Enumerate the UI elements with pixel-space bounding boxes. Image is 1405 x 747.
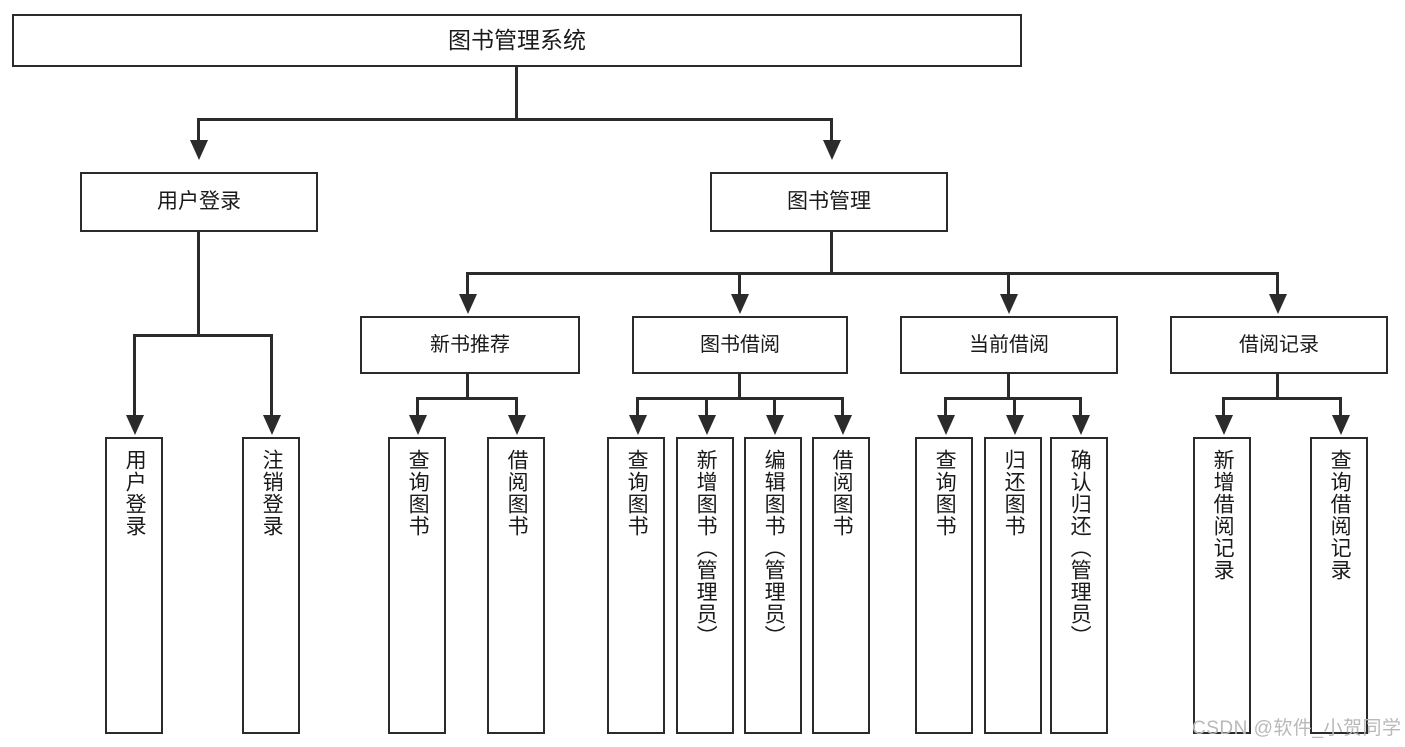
edge-root-to-user-login xyxy=(197,118,200,142)
arrow-book-manage-b4 xyxy=(1269,294,1287,314)
edge-book-borrow-b2 xyxy=(705,397,708,417)
arrow-current-borrow-b3 xyxy=(1072,415,1090,435)
edge-book-borrow-b3 xyxy=(773,397,776,417)
leaf-current-borrow-query-book[interactable]: 查询图书 xyxy=(915,437,973,734)
edge-book-manage-b1 xyxy=(466,272,469,296)
leaf-borrow-record-query-record[interactable]: 查询借阅记录 xyxy=(1310,437,1368,734)
leaf-label: 用户登录 xyxy=(123,449,147,537)
leaf-new-book-query-book[interactable]: 查询图书 xyxy=(388,437,446,734)
edge-current-borrow-b3 xyxy=(1079,397,1082,417)
leaf-book-borrow-query-book[interactable]: 查询图书 xyxy=(607,437,665,734)
node-new-book-recommend[interactable]: 新书推荐 xyxy=(360,316,580,374)
node-current-borrow-label: 当前借阅 xyxy=(969,333,1049,356)
node-borrow-record[interactable]: 借阅记录 xyxy=(1170,316,1388,374)
edge-book-manage-b2 xyxy=(738,272,741,296)
leaf-user-login-login[interactable]: 用户登录 xyxy=(105,437,163,734)
edge-borrow-record-b1 xyxy=(1222,397,1225,417)
edge-borrow-record-stem xyxy=(1276,374,1279,399)
leaf-book-borrow-edit-book-admin[interactable]: 编辑图书（管理员） xyxy=(744,437,802,734)
node-root-label: 图书管理系统 xyxy=(448,27,586,54)
edge-current-borrow-b1 xyxy=(944,397,947,417)
arrow-book-borrow-b2 xyxy=(698,415,716,435)
arrow-new-book-b2 xyxy=(508,415,526,435)
leaf-label: 确认归还（管理员） xyxy=(1068,449,1092,647)
edge-root-to-book-manage xyxy=(830,118,833,142)
arrow-book-borrow-b4 xyxy=(834,415,852,435)
leaf-label: 新增图书（管理员） xyxy=(694,449,718,647)
arrow-book-manage-b1 xyxy=(459,294,477,314)
arrow-book-manage-b3 xyxy=(1000,294,1018,314)
node-book-borrow-label: 图书借阅 xyxy=(700,333,780,356)
leaf-label: 查询图书 xyxy=(625,449,649,537)
node-user-login-label: 用户登录 xyxy=(157,189,241,213)
leaf-label: 查询借阅记录 xyxy=(1328,449,1352,581)
edge-new-book-bus xyxy=(416,397,518,400)
leaf-current-borrow-confirm-return-admin[interactable]: 确认归还（管理员） xyxy=(1050,437,1108,734)
node-borrow-record-label: 借阅记录 xyxy=(1239,333,1319,356)
edge-book-borrow-stem xyxy=(738,374,741,399)
arrow-root-to-book-manage xyxy=(823,140,841,160)
node-root-book-management-system[interactable]: 图书管理系统 xyxy=(12,14,1022,67)
edge-user-login-b2 xyxy=(270,334,273,417)
leaf-label: 借阅图书 xyxy=(505,449,529,537)
arrow-root-to-user-login xyxy=(190,140,208,160)
edge-book-borrow-b4 xyxy=(841,397,844,417)
edge-user-login-b1 xyxy=(133,334,136,417)
edge-current-borrow-stem xyxy=(1007,374,1010,399)
edge-book-manage-b3 xyxy=(1007,272,1010,296)
arrow-new-book-b1 xyxy=(409,415,427,435)
node-book-management[interactable]: 图书管理 xyxy=(710,172,948,232)
leaf-label: 归还图书 xyxy=(1002,449,1026,537)
node-user-login[interactable]: 用户登录 xyxy=(80,172,318,232)
edge-book-borrow-bus xyxy=(636,397,841,400)
node-book-borrow[interactable]: 图书借阅 xyxy=(632,316,848,374)
node-new-book-recommend-label: 新书推荐 xyxy=(430,333,510,356)
edge-new-book-b2 xyxy=(515,397,518,417)
leaf-label: 查询图书 xyxy=(406,449,430,537)
arrow-borrow-record-b1 xyxy=(1215,415,1233,435)
arrow-user-login-b2 xyxy=(263,415,281,435)
edge-current-borrow-bus xyxy=(944,397,1080,400)
leaf-new-book-borrow-book[interactable]: 借阅图书 xyxy=(487,437,545,734)
edge-book-manage-b4 xyxy=(1276,272,1279,296)
edge-user-login-stem xyxy=(197,232,200,336)
leaf-current-borrow-return-book[interactable]: 归还图书 xyxy=(984,437,1042,734)
edge-book-manage-stem xyxy=(830,232,833,274)
leaf-label: 编辑图书（管理员） xyxy=(762,449,786,647)
arrow-current-borrow-b1 xyxy=(937,415,955,435)
arrow-book-manage-b2 xyxy=(731,294,749,314)
leaf-book-borrow-add-book-admin[interactable]: 新增图书（管理员） xyxy=(676,437,734,734)
watermark-text: CSDN @软件_小贺同学 xyxy=(1192,718,1402,739)
edge-user-login-bus xyxy=(133,334,272,337)
arrow-borrow-record-b2 xyxy=(1332,415,1350,435)
arrow-book-borrow-b1 xyxy=(629,415,647,435)
arrow-user-login-b1 xyxy=(126,415,144,435)
leaf-book-borrow-borrow-book[interactable]: 借阅图书 xyxy=(812,437,870,734)
node-book-management-label: 图书管理 xyxy=(787,189,871,213)
edge-root-bus xyxy=(197,118,833,121)
edge-new-book-stem xyxy=(466,374,469,399)
leaf-label: 查询图书 xyxy=(933,449,957,537)
leaf-label: 新增借阅记录 xyxy=(1211,449,1235,581)
edge-book-borrow-b1 xyxy=(636,397,639,417)
leaf-label: 借阅图书 xyxy=(830,449,854,537)
node-current-borrow[interactable]: 当前借阅 xyxy=(900,316,1118,374)
edge-root-stem xyxy=(515,67,518,120)
csdn-watermark: CSDN @软件_小贺同学 xyxy=(1192,713,1401,740)
edge-new-book-b1 xyxy=(416,397,419,417)
arrow-current-borrow-b2 xyxy=(1006,415,1024,435)
leaf-label: 注销登录 xyxy=(260,449,284,537)
edge-borrow-record-b2 xyxy=(1339,397,1342,417)
leaf-user-login-logout[interactable]: 注销登录 xyxy=(242,437,300,734)
leaf-borrow-record-add-record[interactable]: 新增借阅记录 xyxy=(1193,437,1251,734)
edge-borrow-record-bus xyxy=(1222,397,1341,400)
arrow-book-borrow-b3 xyxy=(766,415,784,435)
edge-current-borrow-b2 xyxy=(1013,397,1016,417)
edge-book-manage-bus xyxy=(466,272,1279,275)
